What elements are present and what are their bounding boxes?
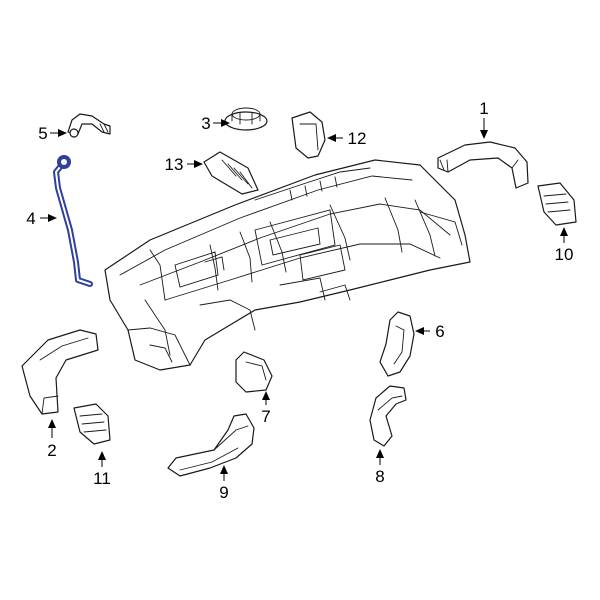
part-13-grille xyxy=(203,151,259,195)
part-5-hose xyxy=(67,113,111,138)
part-2-duct xyxy=(21,329,99,415)
part-9-duct xyxy=(167,413,255,477)
instrument-panel xyxy=(104,159,471,371)
part-1-duct xyxy=(437,141,529,189)
callout-6: 6 xyxy=(435,322,444,341)
leaders xyxy=(40,118,568,481)
part-12-bracket xyxy=(291,111,326,159)
callout-1: 1 xyxy=(479,99,488,118)
callout-7: 7 xyxy=(261,407,270,426)
callout-3: 3 xyxy=(201,114,210,133)
part-8-duct xyxy=(369,385,407,447)
part-11-vent xyxy=(73,403,111,445)
callout-10: 10 xyxy=(555,245,574,264)
callout-12: 12 xyxy=(348,129,367,148)
callout-labels: 1 2 3 4 5 6 7 8 9 10 11 12 13 xyxy=(26,99,573,502)
callout-8: 8 xyxy=(375,467,384,486)
callout-2: 2 xyxy=(47,441,56,460)
callout-9: 9 xyxy=(219,483,228,502)
part-3-cap xyxy=(224,107,268,131)
callout-11: 11 xyxy=(93,469,111,488)
callout-4: 4 xyxy=(26,209,35,228)
part-4-hose-highlighted xyxy=(53,155,93,287)
part-7-block xyxy=(235,351,273,393)
part-6-duct xyxy=(379,311,415,377)
callout-5: 5 xyxy=(38,124,47,143)
part-10-vent xyxy=(537,182,577,226)
callout-13: 13 xyxy=(165,155,184,174)
